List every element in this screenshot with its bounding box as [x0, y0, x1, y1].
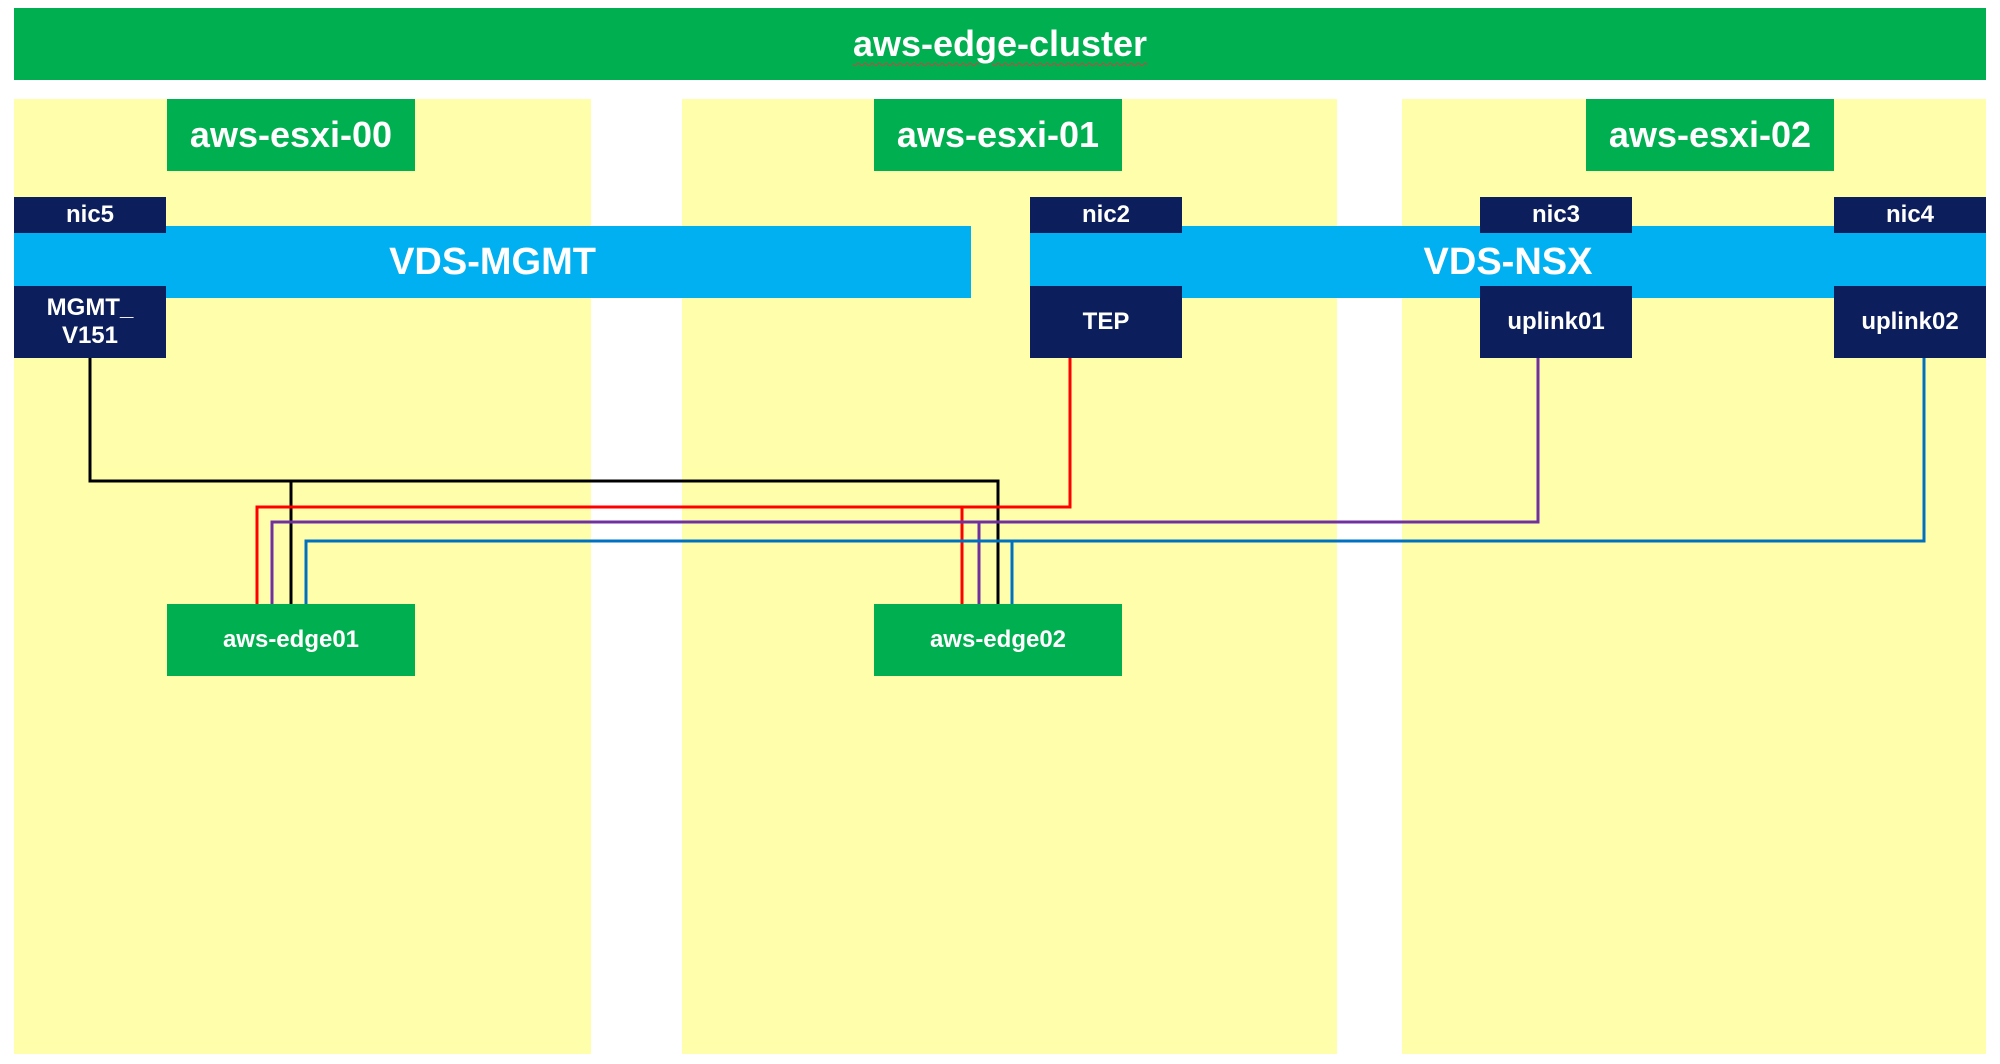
portgroup-uplink02: uplink02: [1834, 286, 1986, 358]
vds-mgmt-switch: VDS-MGMT: [14, 226, 971, 298]
nic-nic3: nic3: [1480, 197, 1632, 233]
portgroup-mgmt-v151: MGMT_ V151: [14, 286, 166, 358]
host-label-esxi-02: aws-esxi-02: [1586, 99, 1834, 171]
portgroup-uplink01: uplink01: [1480, 286, 1632, 358]
portgroup-tep: TEP: [1030, 286, 1182, 358]
host-label-esxi-00: aws-esxi-00: [167, 99, 415, 171]
edge-vm-aws-edge01: aws-edge01: [167, 604, 415, 676]
nic-nic2: nic2: [1030, 197, 1182, 233]
cluster-name: aws-edge-cluster: [852, 23, 1148, 64]
nic-nic4: nic4: [1834, 197, 1986, 233]
cluster-header: aws-edge-cluster: [14, 8, 1986, 80]
nic-nic5: nic5: [14, 197, 166, 233]
edge-vm-aws-edge02: aws-edge02: [874, 604, 1122, 676]
host-label-esxi-01: aws-esxi-01: [874, 99, 1122, 171]
